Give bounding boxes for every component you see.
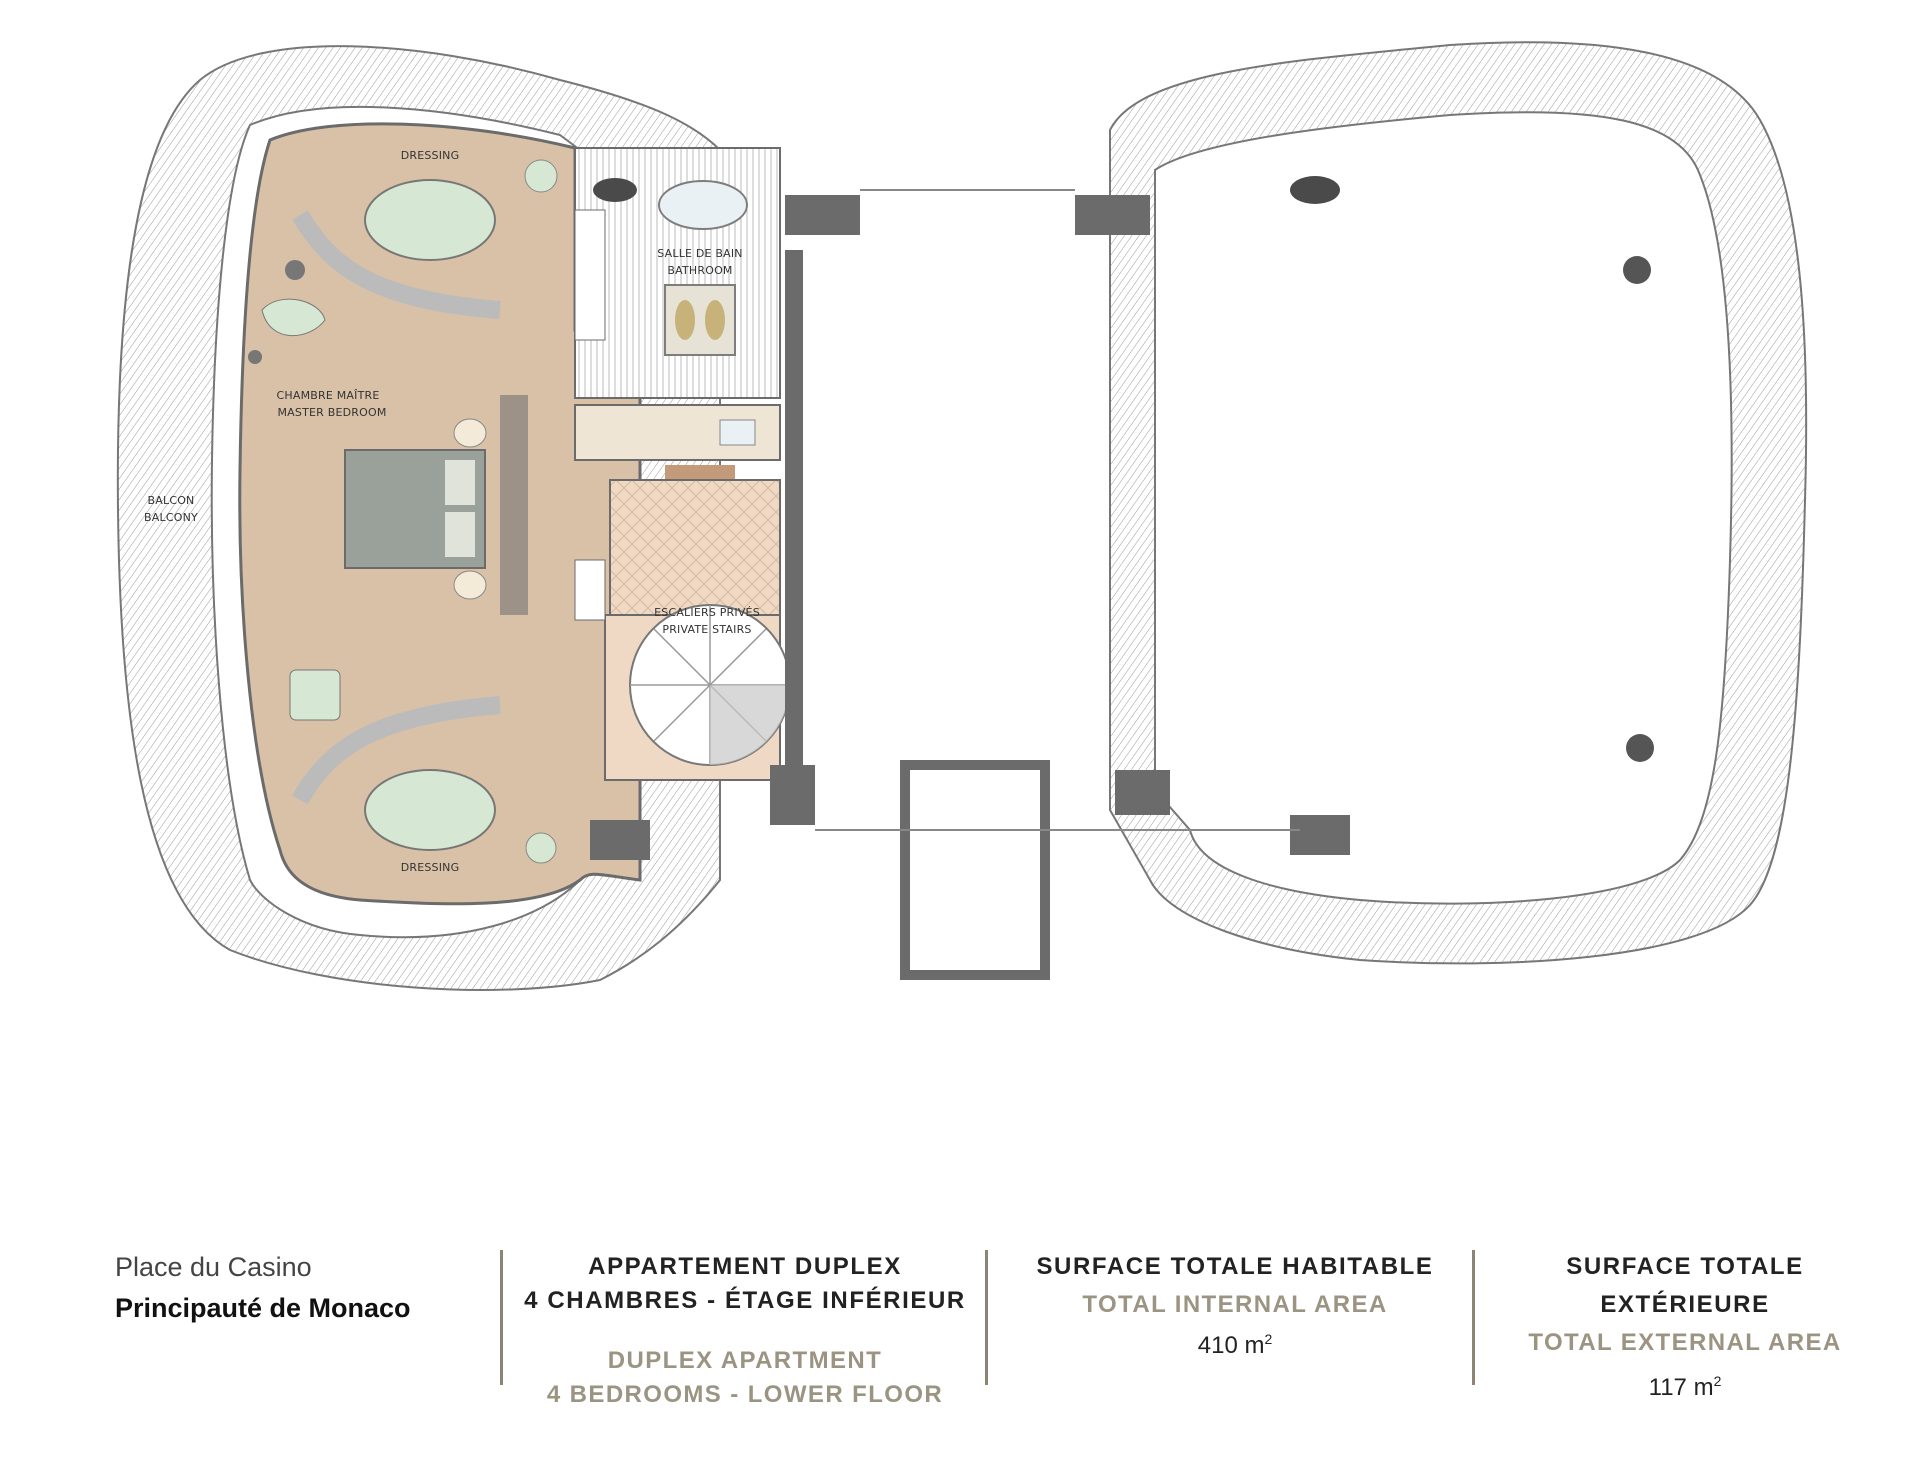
label-balcony-fr: BALCON [148,494,195,507]
structural-walls [500,189,1350,980]
location-block: Place du Casino Principauté de Monaco [115,1252,411,1324]
internal-area-fr: SURFACE TOTALE HABITABLE [1036,1253,1434,1280]
label-master-en: MASTER BEDROOM [277,406,386,419]
label-dressing-bottom: DRESSING [401,861,460,874]
apartment-fr-line1: APPARTEMENT DUPLEX [588,1253,902,1280]
divider-1 [500,1250,503,1385]
location-line1: Place du Casino [115,1252,312,1282]
external-area-block: SURFACE TOTALE EXTÉRIEURE TOTAL EXTERNAL… [1485,1250,1885,1405]
divider-3 [1472,1250,1475,1385]
label-bathroom-fr: SALLE DE BAIN [657,247,742,260]
label-dressing-top: DRESSING [401,149,460,162]
internal-area-block: SURFACE TOTALE HABITABLE TOTAL INTERNAL … [1000,1250,1470,1363]
right-terrace [1109,41,1808,965]
label-master-fr: CHAMBRE MAÎTRE [277,389,380,402]
private-stairs [604,604,791,781]
apartment-en-line2: 4 BEDROOMS - LOWER FLOOR [546,1381,944,1408]
location-line2: Principauté de Monaco [115,1293,411,1323]
label-bathroom-en: BATHROOM [667,264,732,277]
divider-2 [985,1250,988,1385]
external-area-value: 117 m2 [1648,1373,1722,1401]
apartment-en-line1: DUPLEX APARTMENT [607,1347,883,1374]
plan-legend: Place du Casino Principauté de Monaco AP… [0,1240,1920,1440]
floor-plan: DRESSING DRESSING SALLE DE BAIN BATHROOM… [116,41,1808,991]
dressing-tables [248,179,557,864]
label-stairs-en: PRIVATE STAIRS [662,623,751,636]
terrace-fixtures [1290,176,1654,762]
external-area-en: TOTAL EXTERNAL AREA [1528,1329,1842,1356]
label-stairs-fr: ESCALIERS PRIVÉS [654,606,760,619]
label-balcony-en: BALCONY [144,511,198,524]
internal-area-value: 410 m2 [1197,1331,1273,1359]
master-bed [344,418,487,600]
apartment-fr-line2: 4 CHAMBRES - ÉTAGE INFÉRIEUR [524,1287,966,1314]
external-area-fr-line2: EXTÉRIEURE [1600,1291,1770,1318]
external-area-fr-line1: SURFACE TOTALE [1566,1253,1804,1280]
internal-area-en: TOTAL INTERNAL AREA [1082,1291,1388,1318]
hall-parquet [609,479,781,621]
apartment-type-block: APPARTEMENT DUPLEX 4 CHAMBRES - ÉTAGE IN… [505,1250,985,1412]
wc-area [574,404,781,479]
